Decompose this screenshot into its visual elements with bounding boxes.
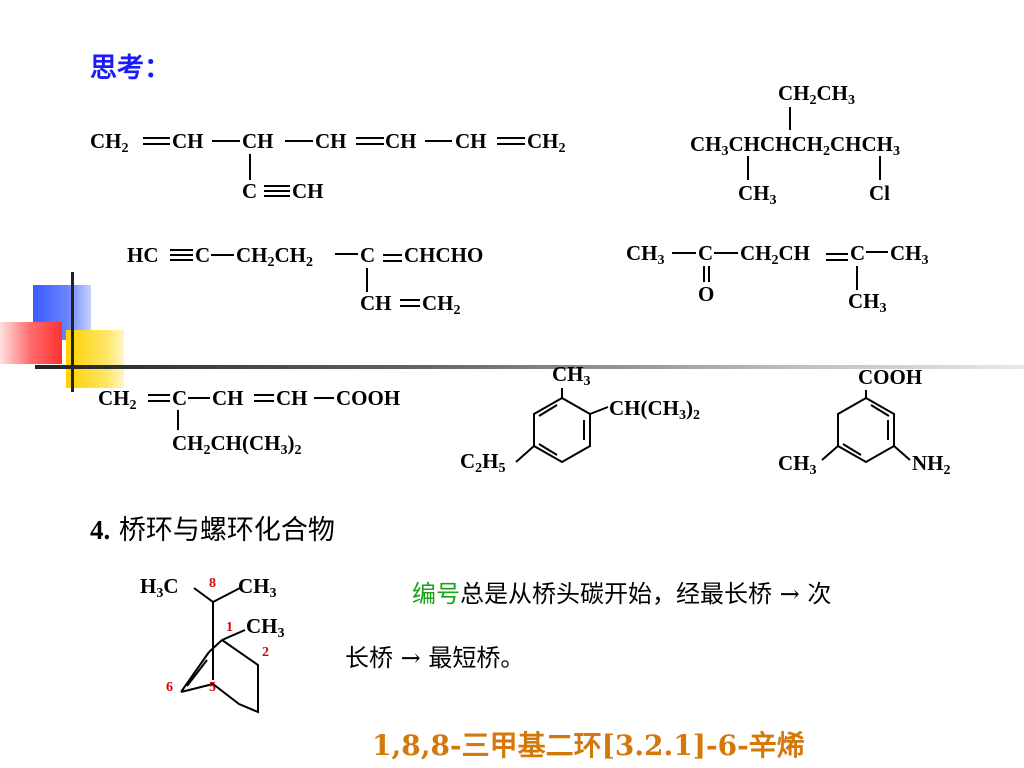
s3-c: C [195,243,211,267]
locant-1: 1 [226,620,233,635]
bicyclo-h3c: H3C [140,574,179,601]
s1-ch2-left: CH2 [90,129,129,156]
s7-cooh: COOH [858,365,923,389]
s4-ch3-left: CH3 [626,241,665,268]
section-title: 4. 桥环与螺环化合物 [90,515,335,546]
s1-ch-alkyne: CH [292,179,324,203]
decor-horizontal-line [35,365,1024,369]
s4-ch2ch: CH2CH [740,241,810,268]
s1-ch-3: CH [315,129,347,153]
locant-6: 6 [166,680,173,695]
locant-2: 2 [262,645,269,660]
bicyclo-ch3-c1: CH3 [246,614,285,641]
s2-ethyl: CH2CH3 [778,81,855,108]
s3-vinyl-ch2: CH2 [422,291,461,318]
decor-vertical-line [71,272,74,392]
s3-vinyl-ch: CH [360,291,392,315]
numbering-keyword: 编号 [412,580,460,608]
s5-ch2: CH2 [98,386,137,413]
s5-cooh: COOH [336,386,401,410]
s3-ch2ch2: CH2CH2 [236,243,313,270]
s4-ch3-right: CH3 [890,241,929,268]
s1-c-alkyne: C [242,179,258,203]
s6-ethyl: C2H5 [460,449,506,476]
bicyclo-ch3-top: CH3 [238,574,277,601]
s1-ch-1: CH [172,129,204,153]
s3-chcho: CHCHO [404,243,484,267]
decor-red-bar [0,322,62,364]
s3-c-center: C [360,243,376,267]
s7-methyl: CH3 [778,451,817,478]
s1-ch2-right: CH2 [527,129,566,156]
s6-methyl: CH3 [552,362,591,389]
s5-isobutyl: CH2CH(CH3)2 [172,431,302,458]
decor-yellow-square [66,330,124,388]
s5-ch-2: CH [276,386,308,410]
s4-c: C [850,241,866,265]
s7-amino: NH2 [912,451,951,478]
s4-carbonyl-c: C [698,241,714,265]
compound-name: 1,8,8-三甲基二环[3.2.1]-6-辛烯 [372,729,805,762]
locant-8: 8 [209,576,216,591]
s2-main-chain: CH3CHCHCH2CHCH3 [690,132,900,159]
s4-oxygen: O [698,282,715,306]
s1-ch-4: CH [385,129,417,153]
s1-ch-2: CH [242,129,274,153]
s5-c: C [172,386,188,410]
page-heading: 思考： [90,53,171,84]
numbering-rule-line2: 长桥 → 最短桥。 [345,644,525,672]
s4-ch3-bottom: CH3 [848,289,887,316]
s1-ch-5: CH [455,129,487,153]
s5-ch-1: CH [212,386,244,410]
s2-chloro: Cl [869,181,890,205]
s6-isopropyl: CH(CH3)2 [609,396,700,423]
locant-5: 5 [209,680,216,695]
numbering-rule-line1: 编号总是从桥头碳开始，经最长桥 → 次 [412,580,832,608]
s2-methyl: CH3 [738,181,777,208]
s3-hc: HC [127,243,159,267]
